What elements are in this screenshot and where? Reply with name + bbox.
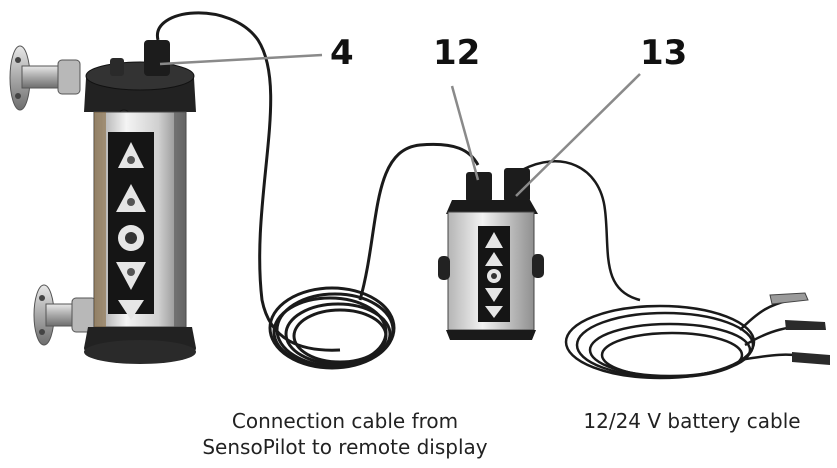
callout-13: 13 (640, 33, 688, 73)
up-arrow-led-icon (118, 142, 144, 168)
display-connector-right (504, 168, 530, 202)
up-arrow-led-icon (485, 252, 503, 266)
callout-4: 4 (330, 33, 354, 73)
top-mount-bracket (9, 45, 81, 111)
up-arrow-led-icon (485, 232, 503, 248)
down-arrow-led-icon (485, 306, 503, 318)
display-connector-left (466, 172, 492, 202)
display-led-panel (478, 226, 510, 322)
down-arrow-led-icon (485, 288, 503, 302)
callout-12: 12 (433, 33, 481, 73)
connection-cable (156, 11, 480, 370)
battery-cable (521, 160, 813, 380)
sensor-device (9, 40, 196, 364)
sensor-led-panel (108, 132, 154, 320)
bottom-mount-bracket (33, 284, 97, 346)
down-arrow-led-icon (118, 300, 144, 320)
battery-clamp-icon (769, 292, 830, 365)
leader-line-13 (515, 73, 641, 197)
sensor-connector (144, 40, 170, 76)
connection-cable-caption: Connection cable from SensoPilot to remo… (200, 408, 490, 460)
leader-line-4 (159, 53, 323, 66)
connection-cable-caption-line1: Connection cable from (231, 409, 459, 433)
remote-display (438, 168, 544, 340)
connection-cable-caption-line2: SensoPilot to remote display (202, 435, 488, 459)
battery-cable-caption: 12/24 V battery cable (583, 409, 801, 433)
leader-lines (159, 53, 641, 197)
leader-line-12 (450, 85, 480, 181)
